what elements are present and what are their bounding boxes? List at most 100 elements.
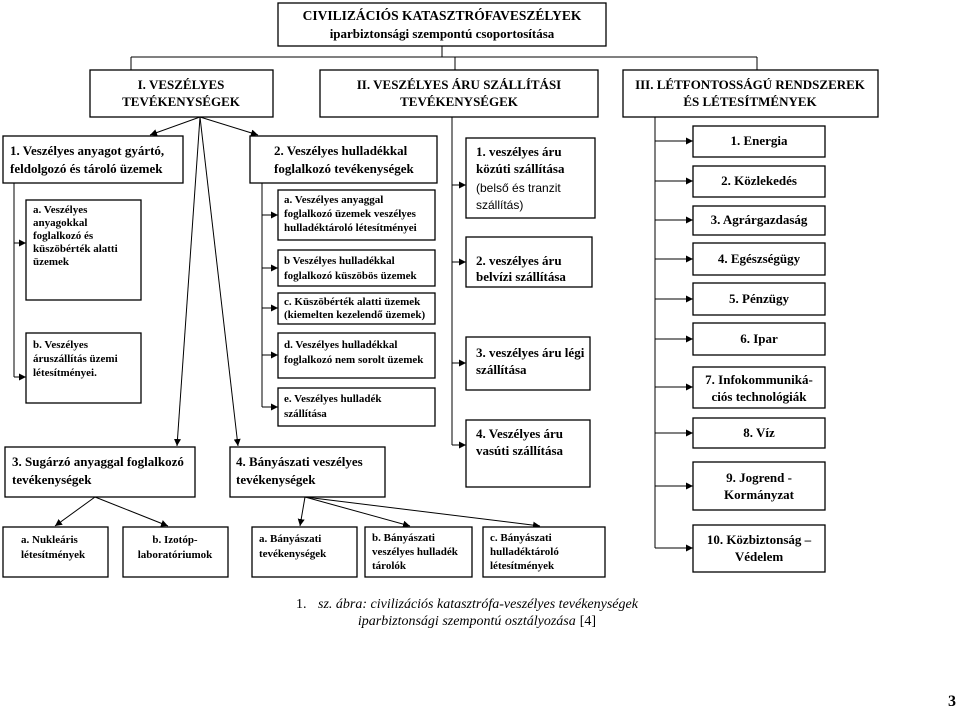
figure-caption: 1. sz. ábra: civilizációs katasztrófa-ve… xyxy=(296,597,639,629)
node-label: ciós technológiák xyxy=(712,389,808,404)
node-label: 4. Egészségügy xyxy=(718,251,801,266)
node-box: 4. Egészségügy xyxy=(692,242,826,276)
caption-line-1: sz. ábra: civilizációs katasztrófa-veszé… xyxy=(318,597,639,612)
arrow xyxy=(54,496,96,527)
root-title: CIVILIZÁCIÓS KATASZTRÓFAVESZÉLYEK xyxy=(303,8,582,23)
subnode-label: foglalkozó és xyxy=(33,230,94,242)
subnode-box: c. Bányászati hulladéktároló létesítmény… xyxy=(482,526,606,578)
subnode-label: b. Veszélyes xyxy=(33,339,89,351)
node-label: 8. Víz xyxy=(743,425,775,440)
subnode-label: üzemek xyxy=(33,256,70,268)
node-box: 10. Közbiztonság – Védelem xyxy=(692,524,826,573)
subnode-label: tevékenységek xyxy=(259,548,327,560)
node-label: 1. Energia xyxy=(730,133,788,148)
subnode-label: veszélyes hulladék xyxy=(372,546,459,558)
subnode-label: foglalkozó nem sorolt üzemek xyxy=(284,354,424,366)
node-box: 2. Veszélyes hulladékkal foglalkozó tevé… xyxy=(249,135,438,184)
arrow xyxy=(304,496,541,529)
subnode-label: létesítményei. xyxy=(33,367,97,379)
node-box: 4. Veszélyes áru vasúti szállítása xyxy=(465,419,591,488)
subnode-label: küszöbérték alatti xyxy=(33,243,118,255)
subnode-label: c. Bányászati xyxy=(490,532,552,544)
arrow xyxy=(173,116,201,447)
subnode-label: b. Bányászati xyxy=(372,532,435,544)
node-label: közúti szállítása xyxy=(476,161,565,176)
group-box-II: II. VESZÉLYES ÁRU SZÁLLÍTÁSI TEVÉKENYSÉG… xyxy=(319,69,599,118)
arrow xyxy=(199,116,241,447)
subnode-label: a. Veszélyes xyxy=(33,204,88,216)
node-label: tevékenységek xyxy=(236,472,316,487)
node-box: 4. Bányászati veszélyes tevékenységek xyxy=(229,446,386,498)
group-title: ÉS LÉTESÍTMÉNYEK xyxy=(683,94,817,109)
group-title: TEVÉKENYSÉGEK xyxy=(400,94,519,109)
group-title: II. VESZÉLYES ÁRU SZÁLLÍTÁSI xyxy=(357,77,561,92)
subnode-label: anyagokkal xyxy=(33,217,87,229)
connectors xyxy=(13,46,758,552)
node-box: 5. Pénzügy xyxy=(692,282,826,316)
node-label: vasúti szállítása xyxy=(476,443,564,458)
node-box: 3. veszélyes áru légi szállítása xyxy=(465,336,591,391)
group-title: III. LÉTFONTOSSÁGÚ RENDSZEREK xyxy=(635,77,866,92)
subnode-label: d. Veszélyes hulladékkal xyxy=(284,339,397,351)
node-label: 3. Sugárzó anyaggal foglalkozó xyxy=(12,454,184,469)
arrow xyxy=(94,496,169,527)
node-label: 6. Ipar xyxy=(740,331,778,346)
subnode-label: c. Küszöbérték alatti üzemek xyxy=(284,296,421,308)
node-label: 2. Veszélyes hulladékkal xyxy=(274,143,408,158)
subnode-label: foglalkozó küszöbös üzemek xyxy=(284,270,418,282)
subnode-label: hulladéktároló xyxy=(490,546,559,558)
root-box: CIVILIZÁCIÓS KATASZTRÓFAVESZÉLYEK iparbi… xyxy=(277,2,607,47)
node-label: szállítása xyxy=(476,362,527,377)
node-box: 1. veszélyes áru közúti szállítása (bels… xyxy=(465,137,596,219)
node-label: 3. veszélyes áru légi xyxy=(476,345,585,360)
caption-number: 1. xyxy=(296,597,307,612)
subnode-box: a. Nukleáris létesítmények xyxy=(2,526,109,578)
subnode-box: b Veszélyes hulladékkal foglalkozó küszö… xyxy=(277,249,436,287)
node-box: 9. Jogrend - Kormányzat xyxy=(692,461,826,511)
subnode-box: e. Veszélyes hulladék szállítása xyxy=(277,387,436,427)
node-label: 7. Infokommuniká- xyxy=(705,372,813,387)
subnode-label: a. Nukleáris xyxy=(21,534,79,546)
node-label: belvízi szállítása xyxy=(476,269,566,284)
node-box: 1. Energia xyxy=(692,125,826,158)
node-label: 4. Bányászati veszélyes xyxy=(236,454,363,469)
node-label: Kormányzat xyxy=(724,487,795,502)
subnode-label: a. Bányászati xyxy=(259,533,321,545)
subnode-box: a. Veszélyes anyaggal foglalkozó üzemek … xyxy=(277,189,436,241)
subnode-label: szállítása xyxy=(284,408,327,420)
node-label: 4. Veszélyes áru xyxy=(476,426,563,441)
subnode-label: tárolók xyxy=(372,560,407,572)
node-label: 1. Veszélyes anyagot gyártó, xyxy=(10,143,164,158)
subnode-box: b. Veszélyes áruszállítás üzemi létesítm… xyxy=(25,332,142,404)
subnode-box: a. Bányászati tevékenységek xyxy=(251,526,358,578)
arrow xyxy=(149,116,201,136)
node-note: szállítás) xyxy=(476,198,523,212)
subnode-label: laboratóriumok xyxy=(138,549,213,561)
subnode-label: a. Veszélyes anyaggal xyxy=(284,194,383,206)
node-box: 3. Sugárzó anyaggal foglalkozó tevékenys… xyxy=(4,446,196,498)
group-title: I. VESZÉLYES xyxy=(138,77,225,92)
root-subtitle: iparbiztonsági szempontú csoportosítása xyxy=(330,26,555,41)
subnode-label: (kiemelten kezelendő üzemek) xyxy=(284,309,425,321)
subnode-box: b. Bányászati veszélyes hulladék tárolók xyxy=(364,526,473,578)
subnode-label: b Veszélyes hulladékkal xyxy=(284,255,395,267)
node-box: 8. Víz xyxy=(692,417,826,449)
subnode-label: e. Veszélyes hulladék xyxy=(284,393,382,405)
arrow xyxy=(199,116,259,137)
node-label: 1. veszélyes áru xyxy=(476,144,562,159)
subnode-label: létesítmények xyxy=(21,549,86,561)
caption-line-2: iparbiztonsági szempontú osztályozása xyxy=(358,614,576,629)
subnode-box: a. Veszélyes anyagokkal foglalkozó és kü… xyxy=(25,199,142,301)
node-note: (belső és tranzit xyxy=(476,181,561,195)
node-label: Védelem xyxy=(735,549,784,564)
group-title: TEVÉKENYSÉGEK xyxy=(122,94,241,109)
arrow xyxy=(297,496,306,527)
node-box: 1. Veszélyes anyagot gyártó, feldolgozó … xyxy=(2,135,184,184)
node-label: 5. Pénzügy xyxy=(729,291,789,306)
caption-line-2-wrap: iparbiztonsági szempontú osztályozása[4] xyxy=(358,614,596,629)
subnode-label: áruszállítás üzemi xyxy=(33,353,118,365)
node-label: 9. Jogrend - xyxy=(726,470,792,485)
node-box: 6. Ipar xyxy=(692,322,826,356)
